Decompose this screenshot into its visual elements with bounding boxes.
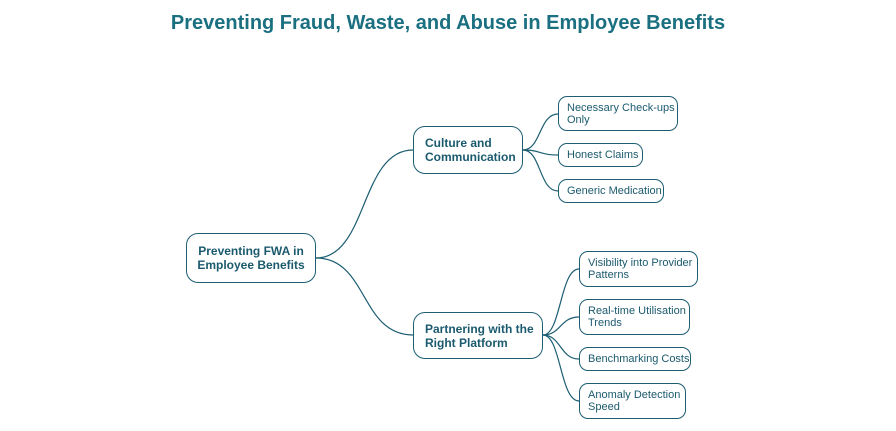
- link-partnering-leaf-4: [542, 334, 580, 402]
- link-root-partnering: [315, 257, 414, 336]
- leaf-label: Benchmarking Costs: [588, 353, 690, 365]
- link-culture-leaf-1: [522, 113, 559, 151]
- link-partnering-leaf-3: [542, 334, 580, 360]
- leaf-node-benchmarking-costs: Benchmarking Costs: [579, 347, 691, 371]
- leaf-node-necessary-checkups: Necessary Check-ups Only: [558, 96, 678, 131]
- diagram-title: Preventing Fraud, Waste, and Abuse in Em…: [170, 12, 726, 34]
- root-node: Preventing FWA in Employee Benefits: [186, 233, 316, 283]
- branch-label-culture: Culture and Communication: [425, 136, 516, 164]
- leaf-node-generic-medication: Generic Medication: [558, 179, 664, 203]
- branch-label-partnering: Partnering with the Right Platform: [425, 321, 534, 350]
- link-partnering-leaf-1: [542, 268, 580, 336]
- leaf-label: Honest Claims: [567, 149, 639, 161]
- leaf-node-honest-claims: Honest Claims: [558, 143, 643, 167]
- root-label: Preventing FWA in Employee Benefits: [197, 244, 305, 272]
- leaf-node-visibility-provider: Visibility into Provider Patterns: [579, 251, 698, 287]
- leaf-label: Necessary Check-ups Only: [567, 101, 675, 126]
- link-root-culture: [315, 149, 414, 259]
- link-partnering-leaf-2: [542, 316, 580, 336]
- leaf-label: Real-time Utilisation Trends: [588, 305, 686, 329]
- branch-node-culture: Culture and Communication: [413, 126, 523, 174]
- branch-node-partnering: Partnering with the Right Platform: [413, 312, 543, 359]
- link-culture-leaf-3: [522, 149, 559, 192]
- leaf-label: Anomaly Detection Speed: [588, 389, 681, 413]
- leaf-label: Generic Medication: [567, 185, 662, 197]
- leaf-node-realtime-utilisation: Real-time Utilisation Trends: [579, 299, 690, 335]
- leaf-label: Visibility into Provider Patterns: [588, 257, 693, 281]
- leaf-node-anomaly-detection: Anomaly Detection Speed: [579, 383, 686, 419]
